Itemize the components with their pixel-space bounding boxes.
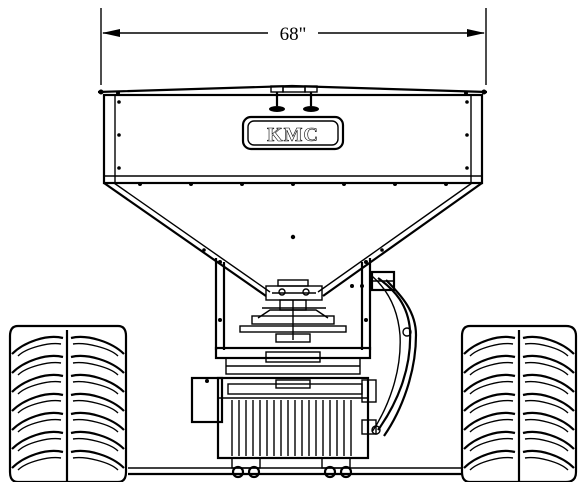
tire-left <box>8 324 128 482</box>
spreader-frame <box>214 258 372 375</box>
hopper-lid <box>97 84 488 94</box>
logo-plate-outer <box>241 115 345 151</box>
caster-left-icon <box>231 465 245 479</box>
hydraulic-hoses <box>350 270 418 437</box>
logo-text: KMC <box>267 124 319 146</box>
hopper-funnel <box>103 182 483 301</box>
undercarriage <box>128 457 462 479</box>
kmc-logo: KMC <box>241 115 345 151</box>
motor-left <box>190 376 224 424</box>
hopper <box>97 84 488 186</box>
tire-right <box>460 324 578 482</box>
logo-plate-inner <box>247 120 339 146</box>
dimension-arrow-right-icon <box>467 29 485 37</box>
width-dimension: 68" <box>100 8 487 85</box>
conveyor-housing <box>190 376 377 460</box>
dimension-label: 68" <box>280 24 307 45</box>
dimension-arrow-left-icon <box>102 29 120 37</box>
caster-right-icon <box>323 465 337 479</box>
